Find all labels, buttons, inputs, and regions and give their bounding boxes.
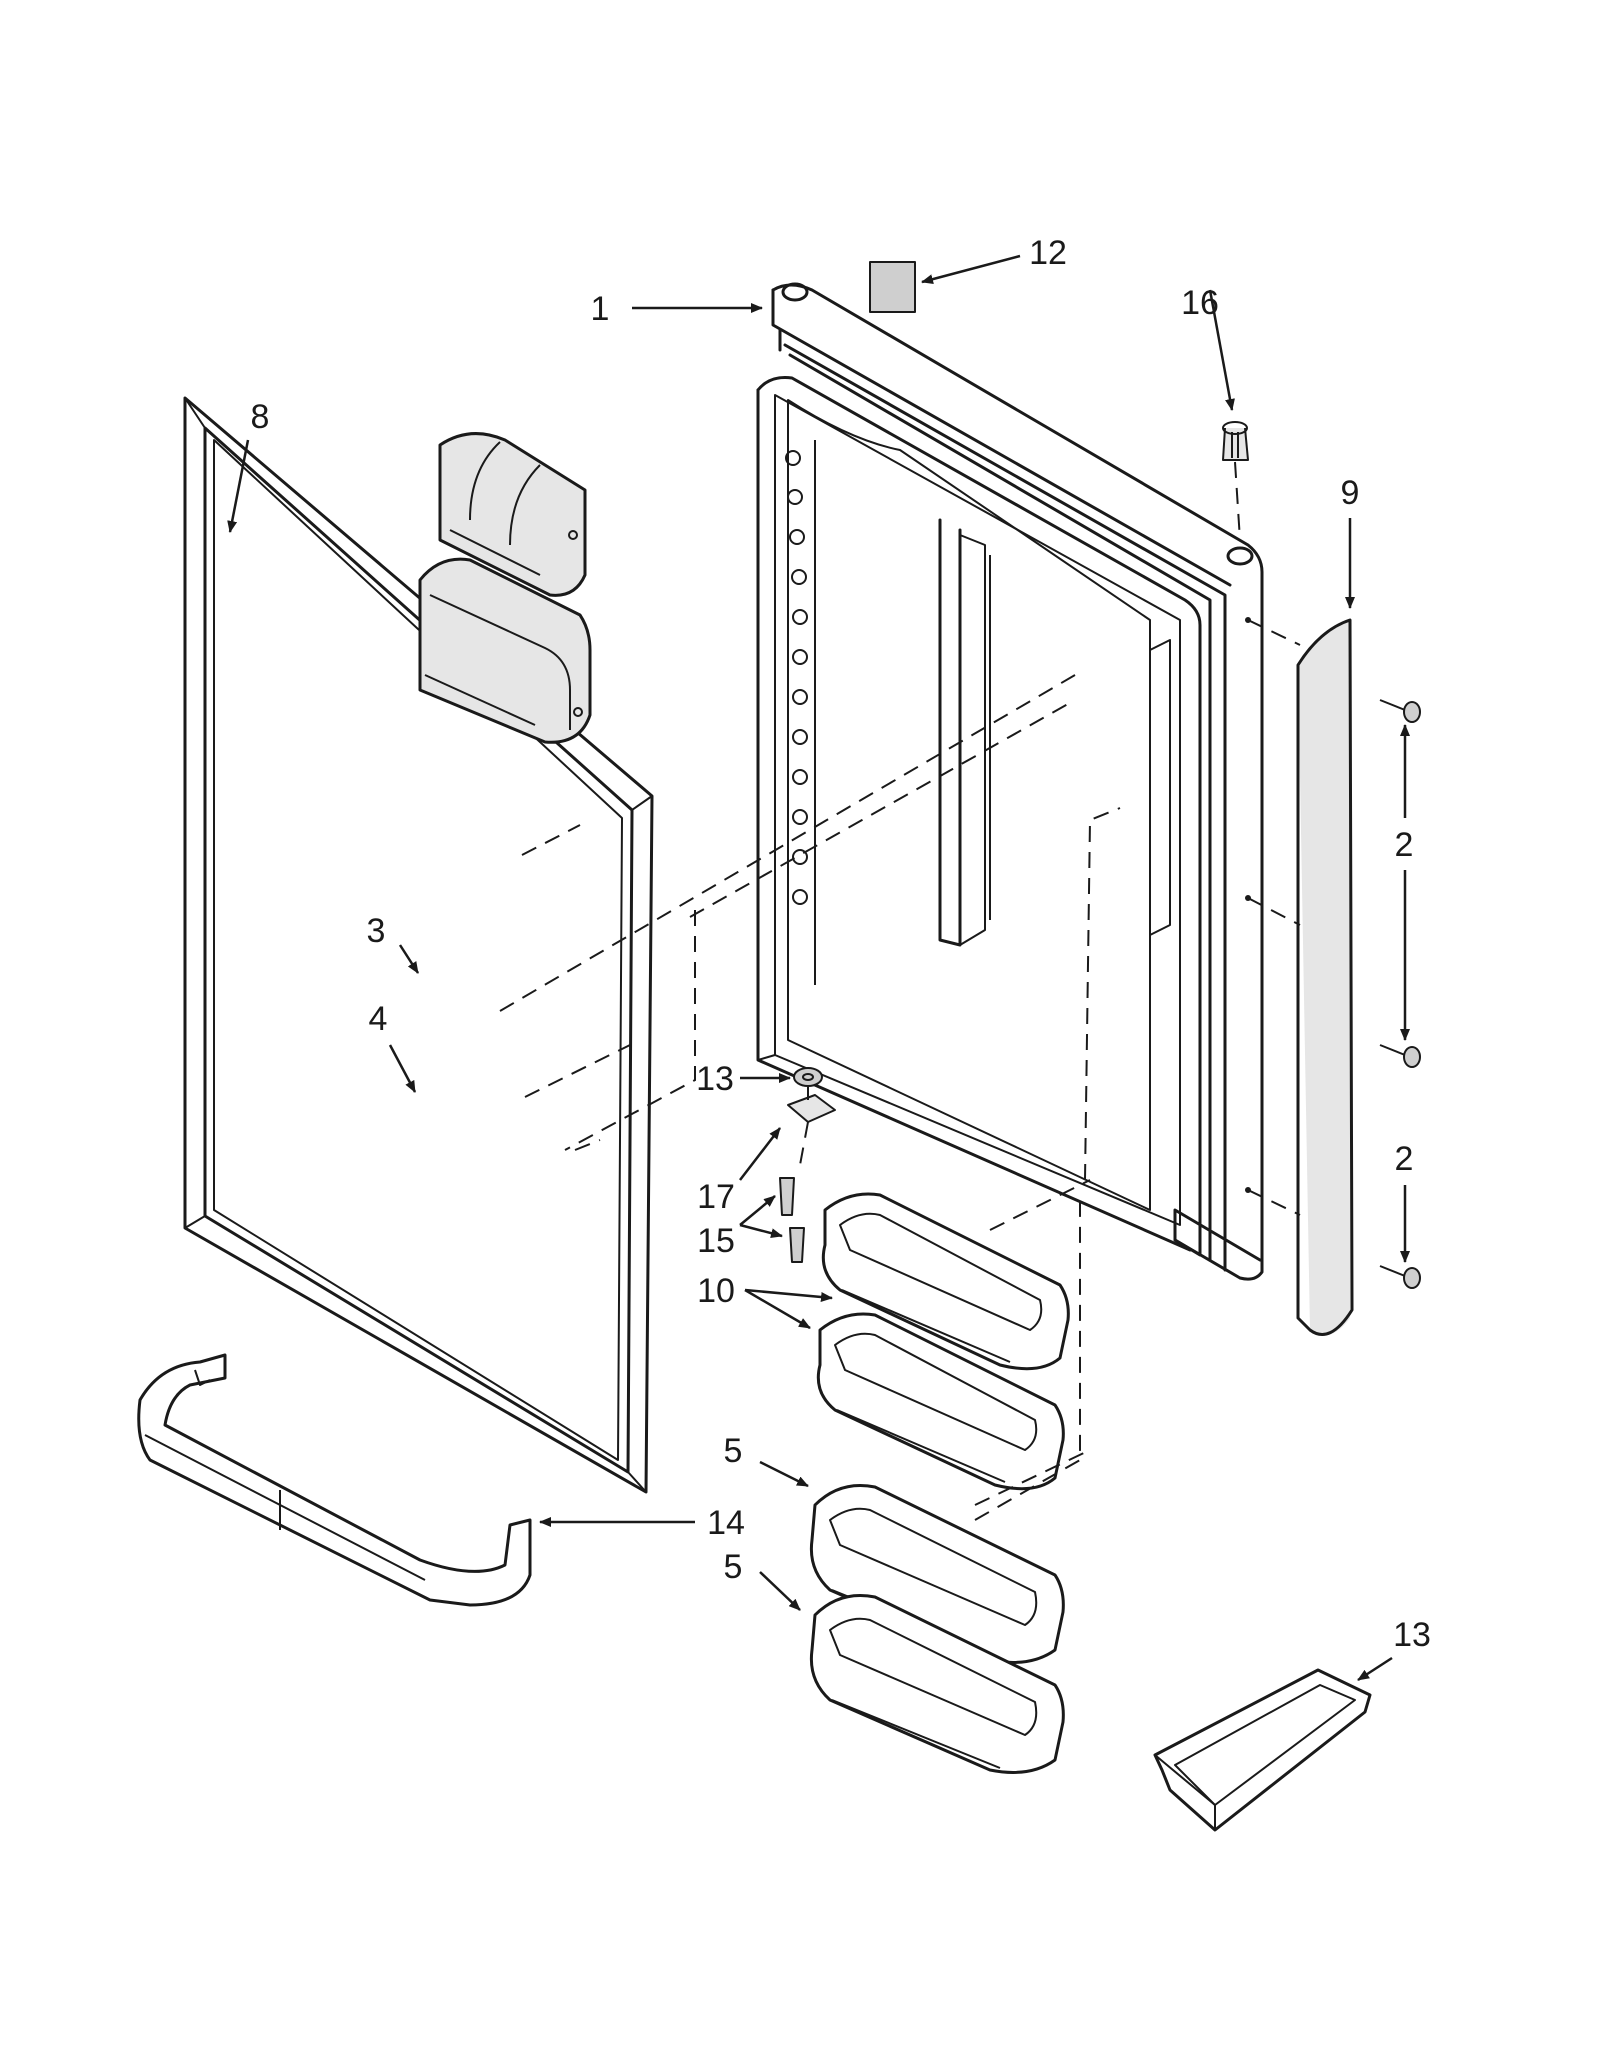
callouts: 1 12 16 8 9 2 2 3 4 13 17 15 10 5 5 14 1… [251, 234, 1431, 1654]
callout-5-upper: 5 [724, 1432, 743, 1470]
callout-1: 1 [591, 290, 610, 328]
cover-part-3 [438, 432, 587, 597]
screws-part-15 [779, 1177, 805, 1263]
assembly-lines [499, 461, 1301, 1521]
callout-5-lower: 5 [724, 1548, 743, 1586]
callout-16: 16 [1181, 284, 1219, 322]
bracket-part-17 [787, 1094, 836, 1123]
handle-part-9 [1296, 618, 1354, 1336]
screw-middle [1379, 1044, 1421, 1068]
callout-14: 14 [707, 1504, 745, 1542]
callout-4: 4 [369, 1000, 388, 1038]
callout-9: 9 [1341, 474, 1360, 512]
callout-3: 3 [367, 912, 386, 950]
callout-12: 12 [1029, 234, 1067, 272]
callout-15: 15 [697, 1222, 735, 1260]
callout-8: 8 [251, 398, 270, 436]
door-liner-part-1 [756, 282, 1264, 1281]
bin-part-4 [418, 557, 592, 744]
screws-part-2 [1245, 617, 1421, 1289]
bushing-part-16 [1222, 421, 1249, 461]
callout-10: 10 [697, 1272, 735, 1310]
utility-bin-part-13 [1153, 1668, 1372, 1832]
callout-17: 17 [697, 1178, 735, 1216]
leader-arrows [227, 254, 1410, 1682]
screw-bottom [1379, 1265, 1421, 1289]
callout-11: 13 [696, 1060, 734, 1098]
screw-top [1379, 699, 1421, 723]
callout-13: 13 [1393, 1616, 1431, 1654]
callout-2-bottom: 2 [1395, 1140, 1414, 1178]
shelf-studs [785, 450, 808, 905]
door-bin-part-10-upper [821, 1192, 1070, 1371]
door-bin-part-5-lower [809, 1593, 1065, 1774]
washer-part-11 [793, 1067, 823, 1087]
label-part-12 [869, 261, 916, 313]
door-bin-part-10-lower [816, 1312, 1065, 1491]
callout-2-top: 2 [1395, 826, 1414, 864]
door-bin-part-14 [137, 1353, 532, 1607]
